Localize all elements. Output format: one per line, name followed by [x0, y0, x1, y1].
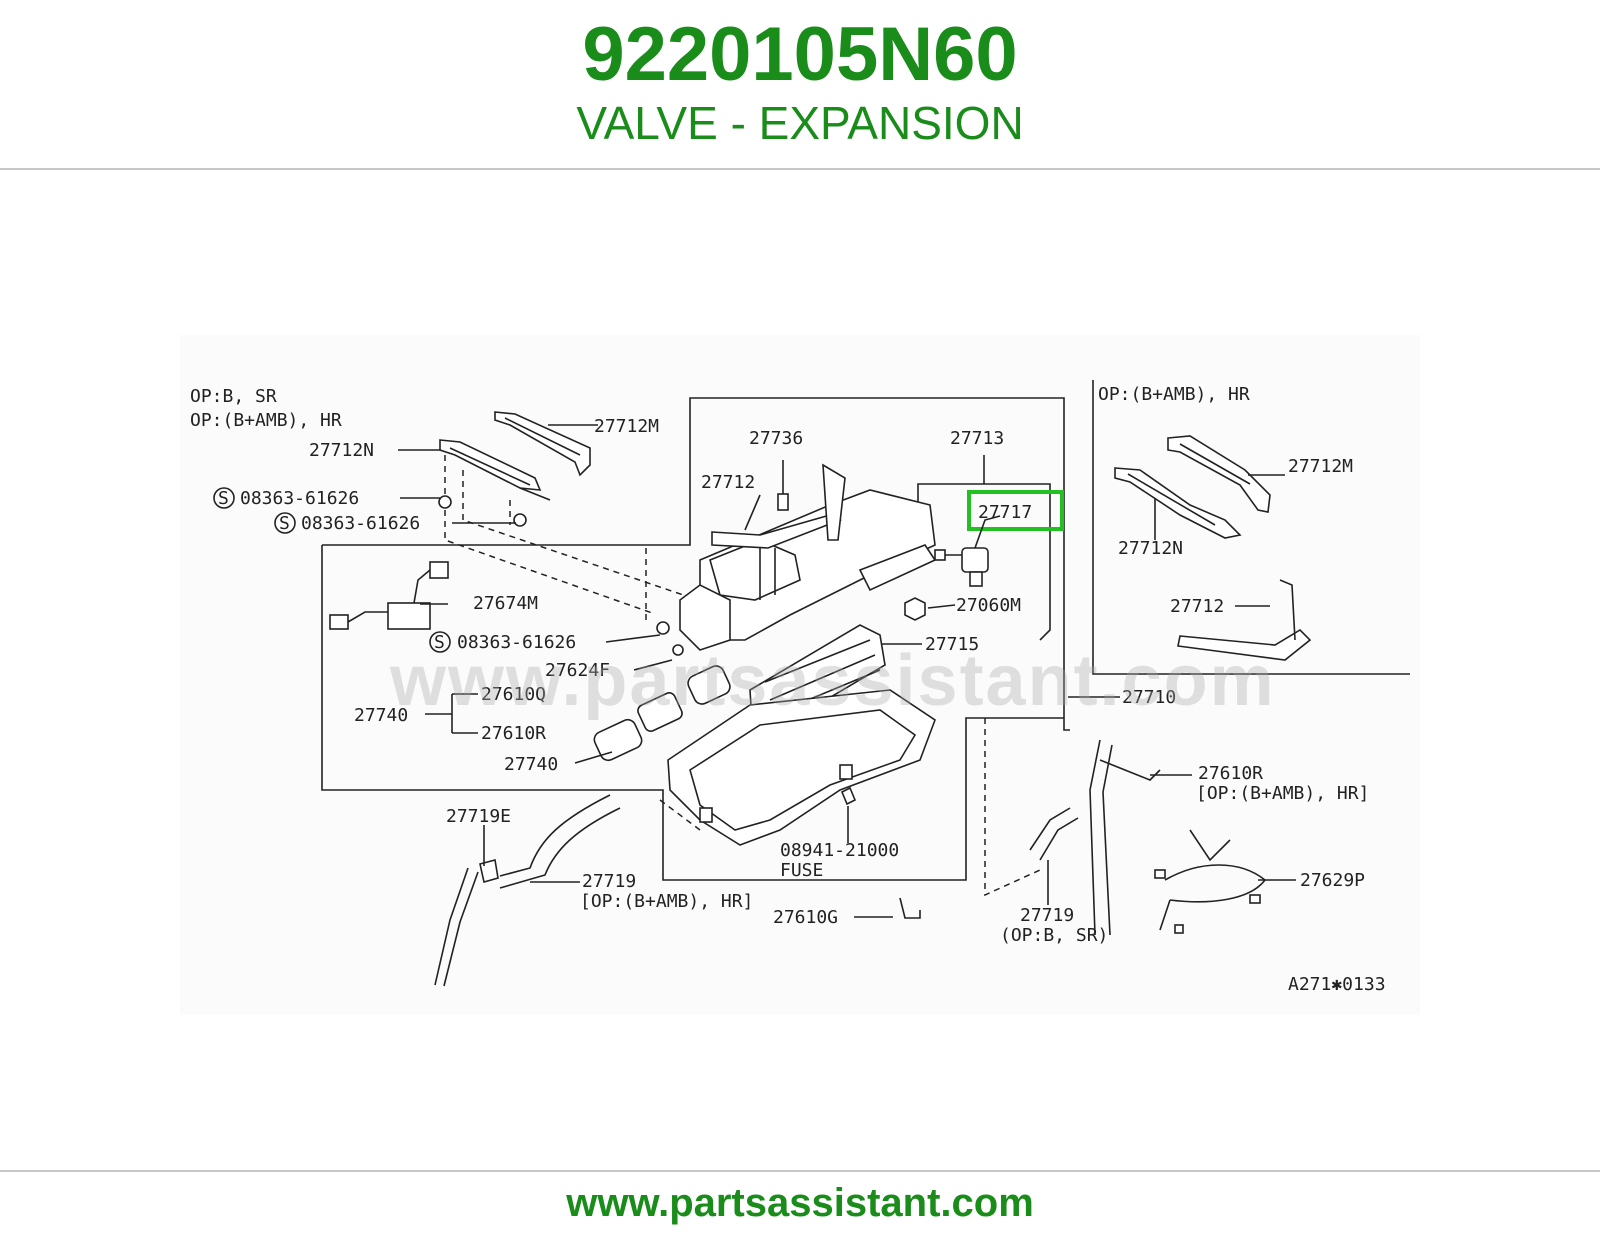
- label-27736: 27736: [749, 428, 803, 449]
- rod-27712: [711, 463, 846, 549]
- label-27060M: 27060M: [956, 595, 1021, 616]
- guide-dash-2: [462, 470, 699, 601]
- watermark: www.partsassistant.com: [390, 641, 1276, 721]
- label-27710: 27710: [1122, 687, 1176, 708]
- label-27712: 27712: [701, 472, 755, 493]
- hoses-right: [1029, 739, 1161, 936]
- s-symbol-icon-2: [274, 512, 296, 534]
- right-option-frame: [1092, 380, 1410, 675]
- expansion-valve-27717: [934, 515, 1001, 587]
- cap-27060M: [904, 597, 926, 621]
- website-link[interactable]: www.partsassistant.com: [566, 1181, 1034, 1225]
- clip-08941: [840, 786, 857, 806]
- main-frame-lower: [322, 538, 691, 546]
- screw-icon-2: [513, 513, 527, 527]
- note-op-b-amb-hr-27610r: [ΟP:(B+AMB), HR]: [1196, 783, 1369, 804]
- label-27610R-left: 27610R: [481, 723, 546, 744]
- note-op-b-amb-hr-right: ΟP:(B+AMB), HR: [1098, 384, 1250, 405]
- label-08941: 08941-21000: [780, 840, 899, 861]
- label-27712N-left: 27712N: [309, 440, 374, 461]
- actuator-27674M: [329, 561, 449, 630]
- 27713-bracket: [917, 483, 1051, 641]
- label-27624F: 27624F: [545, 660, 610, 681]
- s-symbol-letter-3: S: [434, 632, 445, 653]
- bracket-27712M-right: [1167, 435, 1271, 513]
- ref-code: A271✱0133: [1288, 974, 1386, 995]
- screw-icon-4: [672, 644, 684, 656]
- label-27719-right: 27719: [1020, 905, 1074, 926]
- label-27740-a: 27740: [354, 705, 408, 726]
- note-op-b-amb-hr-left: ΟP:(B+AMB), HR: [190, 410, 342, 431]
- label-27719-left: 27719: [582, 871, 636, 892]
- note-fuse: FUSE: [780, 860, 823, 881]
- lower-case-27710: [667, 689, 936, 846]
- part-27736: [777, 493, 789, 511]
- label-27712M-left: 27712M: [594, 416, 659, 437]
- label-27713: 27713: [950, 428, 1004, 449]
- guide-dash-5: [984, 718, 1041, 897]
- rod-27712-right: [1177, 579, 1312, 661]
- label-27712N-right: 27712N: [1118, 538, 1183, 559]
- note-op-b-amb-hr-27719: [ΟP:(B+AMB), HR]: [580, 891, 753, 912]
- label-27717: 27717: [978, 502, 1032, 523]
- header-divider: [0, 168, 1600, 170]
- highlight-box-27717: [967, 490, 1064, 531]
- label-08363-c: 08363-61626: [457, 632, 576, 653]
- bracket-27712N-left: [439, 439, 551, 501]
- label-08363-a: 08363-61626: [240, 488, 359, 509]
- elbow-27610G: [899, 897, 921, 919]
- housing-27713: [679, 489, 937, 651]
- label-27715: 27715: [925, 634, 979, 655]
- s-symbol-letter-1: S: [218, 488, 229, 509]
- label-27610R-right: 27610R: [1198, 763, 1263, 784]
- label-27712-right: 27712: [1170, 596, 1224, 617]
- bracket-27712M-left: [494, 411, 591, 477]
- label-08363-b: 08363-61626: [301, 513, 420, 534]
- harness-27629P: [1154, 829, 1267, 934]
- part-description: VALVE - EXPANSION: [576, 97, 1024, 149]
- s-symbol-icon-3: [429, 631, 451, 653]
- main-frame-upper: [689, 397, 1070, 731]
- part-number-title: 9220105N60: [582, 12, 1018, 97]
- s-symbol-letter-2: S: [279, 513, 290, 534]
- label-27629P: 27629P: [1300, 870, 1365, 891]
- label-27674M: 27674M: [473, 593, 538, 614]
- label-27610Q: 27610Q: [481, 684, 546, 705]
- label-27740-b: 27740: [504, 754, 558, 775]
- label-27712M-right: 27712M: [1288, 456, 1353, 477]
- bracket-27712N-right: [1114, 467, 1242, 539]
- note-op-b-sr: ΟP:B, SR: [190, 386, 277, 407]
- screw-icon-1: [438, 495, 452, 509]
- label-27719E: 27719E: [446, 806, 511, 827]
- left-frame: [321, 545, 1064, 881]
- footer-divider: [0, 1170, 1600, 1172]
- fan-assembly: [593, 665, 731, 762]
- note-op-b-sr-27719: (ΟP:B, SR): [1000, 925, 1108, 946]
- s-symbol-icon-1: [213, 487, 235, 509]
- label-27610G: 27610G: [773, 907, 838, 928]
- screw-icon-3: [656, 621, 670, 635]
- guide-dash-6: [659, 799, 701, 831]
- guide-dash-1: [444, 455, 656, 615]
